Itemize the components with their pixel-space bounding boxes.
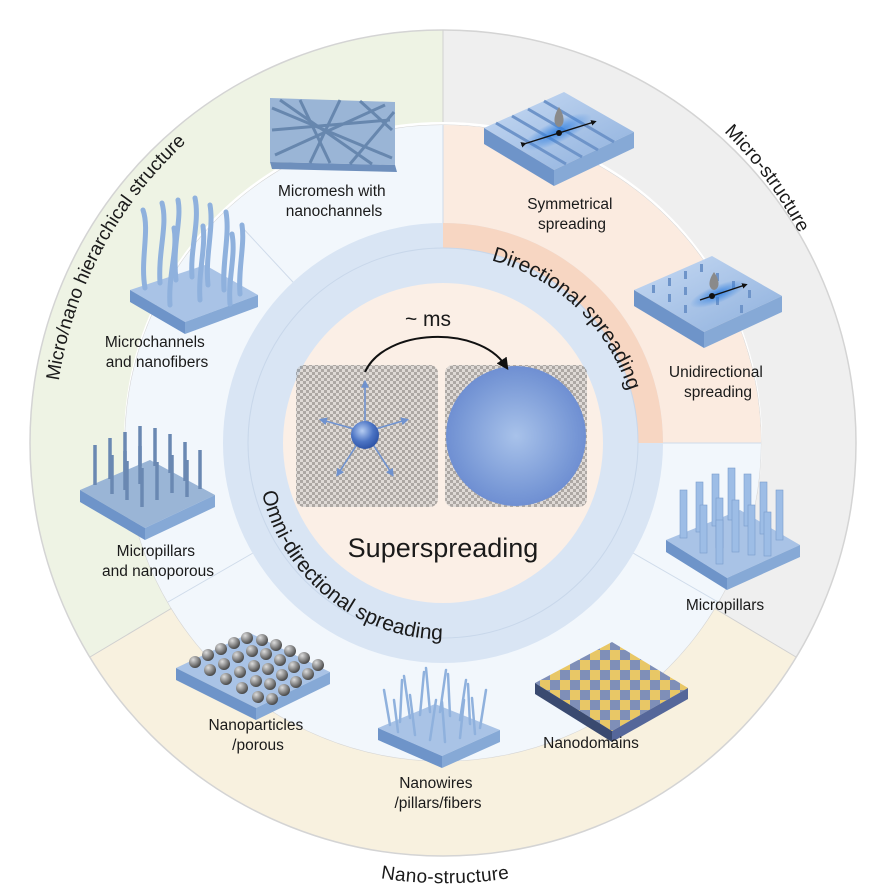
micropillars-illustration — [666, 467, 800, 590]
nanodomains-label: Nanodomains — [543, 735, 639, 752]
nanowires-label-line1: Nanowires — [399, 775, 472, 792]
micropillars-nanoporous-illustration — [80, 426, 215, 540]
time-arrow — [364, 336, 509, 373]
microchannels-label-line2: and nanofibers — [106, 354, 209, 371]
symmetrical-label-line2: spreading — [538, 216, 606, 233]
unidirectional-label-line1: Unidirectional — [669, 364, 763, 381]
micropillars-nanoporous-label: Micropillars and nanoporous — [102, 543, 214, 580]
directional-band — [443, 223, 663, 443]
micromesh-label-line1: Micromesh with — [278, 183, 386, 200]
micropillars-nanoporous-label-line1: Micropillars — [117, 543, 196, 560]
nanowires-label: Nanowires /pillars/fibers — [395, 775, 482, 812]
micropillars-nanoporous-label-line2: and nanoporous — [102, 563, 214, 580]
nano-structure-label: Nano-structure — [380, 862, 510, 888]
unidirectional-label: Unidirectional spreading — [669, 364, 767, 401]
unidirectional-illustration — [634, 256, 782, 348]
center-title: Superspreading — [348, 533, 539, 563]
nano-structure-text: Nano-structure — [380, 862, 510, 888]
nanoparticles-label: Nanoparticles /porous — [208, 717, 307, 754]
nanowires-illustration — [378, 666, 500, 768]
microchannels-illustration — [130, 195, 258, 334]
micropillars-label: Micropillars — [686, 597, 765, 614]
nanoparticles-illustration — [176, 632, 330, 720]
center-disc: ~ ms Superspreading — [283, 283, 603, 603]
symmetrical-label-line1: Symmetrical — [527, 196, 612, 213]
symmetrical-illustration — [484, 92, 634, 186]
microchannels-label-line1: Microchannels — [105, 334, 205, 351]
nanowires-label-line2: /pillars/fibers — [395, 795, 482, 812]
small-droplet — [351, 421, 379, 449]
nanoparticles-label-line2: /porous — [232, 737, 284, 754]
microchannels-label: Microchannels and nanofibers — [105, 334, 209, 371]
micromesh-label: Micromesh with nanochannels — [278, 183, 390, 220]
outer-sector-hierarchical — [30, 30, 443, 657]
micromesh-label-line2: nanochannels — [286, 203, 383, 220]
outer-sector-micro — [443, 30, 856, 657]
nanoparticles-label-line1: Nanoparticles — [208, 717, 303, 734]
symmetrical-label: Symmetrical spreading — [527, 196, 617, 233]
time-label: ~ ms — [405, 308, 451, 331]
micromesh-illustration — [270, 98, 397, 172]
outer-sector-nano — [90, 608, 796, 856]
spread-droplet — [446, 366, 586, 506]
unidirectional-label-line2: spreading — [684, 384, 752, 401]
nanodomains-illustration — [535, 642, 688, 742]
